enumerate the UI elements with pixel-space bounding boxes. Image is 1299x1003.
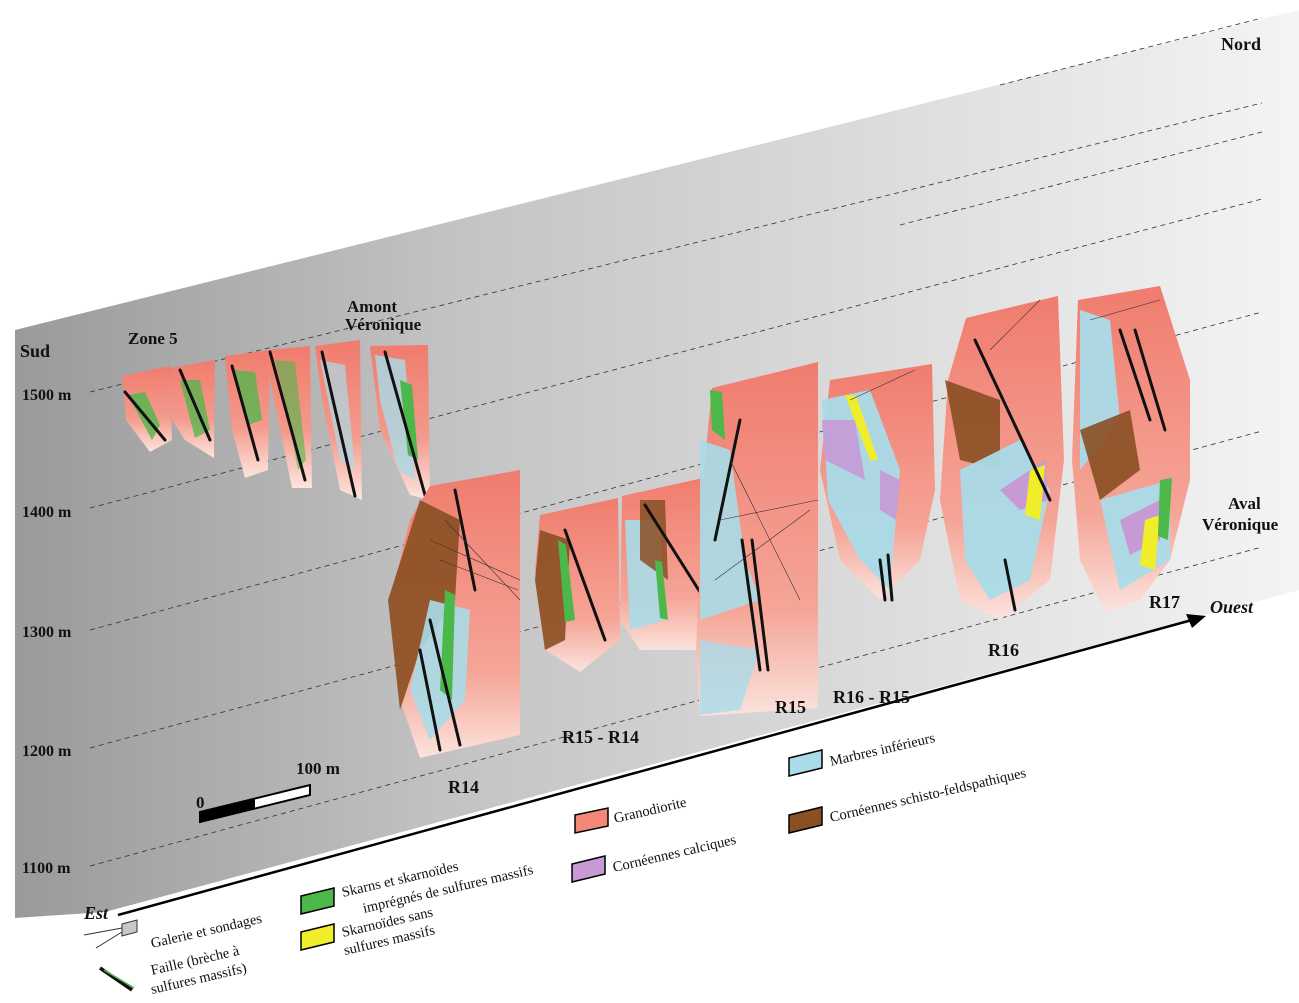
north-label: Nord xyxy=(1221,34,1261,54)
legend-galerie: Galerie et sondages xyxy=(149,911,264,952)
label-r16: R16 xyxy=(988,640,1019,660)
label-r14: R14 xyxy=(448,777,479,797)
label-amont-2: Véronique xyxy=(345,315,422,334)
panel-r16-r15 xyxy=(820,364,935,602)
panel-r15 xyxy=(696,362,819,716)
label-r15: R15 xyxy=(775,697,806,717)
panel-r16 xyxy=(940,296,1064,620)
label-aval-2: Véronique xyxy=(1202,515,1279,534)
corneennes-calc-swatch xyxy=(571,855,606,883)
elevation-1500: 1500 m xyxy=(22,387,72,404)
granodiorite-swatch xyxy=(574,807,609,834)
east-west-axis xyxy=(117,614,1206,917)
zone5-faults xyxy=(123,350,427,498)
corneennes-schisto-swatch xyxy=(788,806,823,834)
legend-granodiorite: Granodiorite xyxy=(612,795,688,827)
skarnoides-swatch xyxy=(300,923,335,951)
panel-r17 xyxy=(1072,286,1190,612)
label-aval-1: Aval xyxy=(1228,494,1261,513)
elevation-1300: 1300 m xyxy=(22,624,72,641)
scale-start: 0 xyxy=(196,793,205,812)
legend-corneennes-schisto: Cornéennes schisto-feldspathiques xyxy=(828,765,1028,826)
skarns-swatch xyxy=(300,887,335,915)
west-label: Ouest xyxy=(1210,597,1254,617)
elevation-1100: 1100 m xyxy=(22,860,71,877)
label-r17: R17 xyxy=(1149,592,1180,612)
legend-corneennes-calc: Cornéennes calciques xyxy=(611,832,738,876)
label-zone5: Zone 5 xyxy=(128,329,178,348)
elevation-1400: 1400 m xyxy=(22,504,72,521)
label-r16-r15: R16 - R15 xyxy=(833,687,910,707)
panel-r14 xyxy=(388,470,521,758)
east-label: Est xyxy=(83,903,109,923)
label-r15-r14: R15 - R14 xyxy=(562,727,639,747)
scale-bar xyxy=(199,783,311,824)
legend-swatches xyxy=(83,749,823,992)
elevation-1200: 1200 m xyxy=(22,743,72,760)
south-label: Sud xyxy=(20,341,50,361)
galerie-swatch xyxy=(121,919,138,937)
label-amont-1: Amont xyxy=(347,297,397,316)
legend-marbres: Marbres inférieurs xyxy=(828,730,937,770)
panel-r15-r14 xyxy=(535,476,712,672)
marbres-swatch xyxy=(788,749,823,777)
scale-end: 100 m xyxy=(296,759,340,778)
section-plane xyxy=(15,10,1299,918)
